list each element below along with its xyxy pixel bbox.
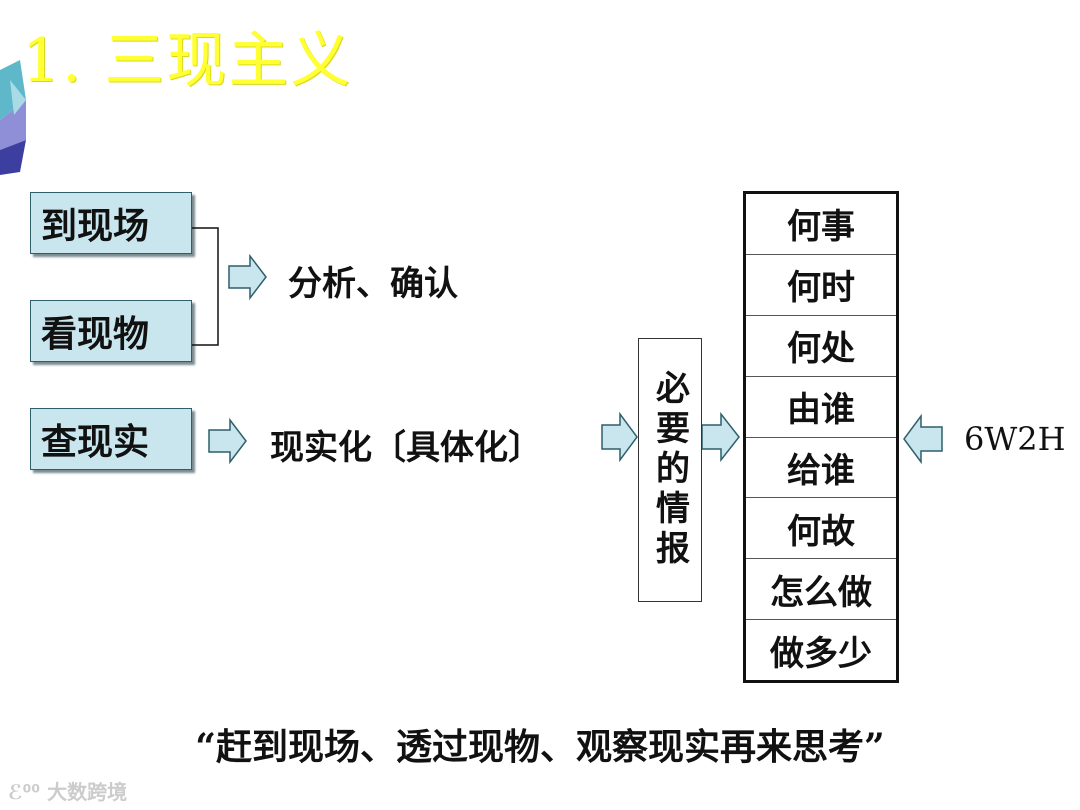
page-title: 1. 三现主义 [22, 26, 353, 96]
bracket-connector [192, 227, 219, 346]
result-analyze-confirm: 分析、确认 [288, 264, 458, 304]
box-see-object: 看现物 [30, 300, 192, 362]
watermark-logo-icon: ℰ⁰⁰ [8, 780, 48, 804]
arrow-right-icon [208, 417, 247, 465]
watermark: ℰ⁰⁰ 大数跨境 [8, 776, 127, 805]
result-concretize: 现实化〔具体化〕 [270, 428, 542, 468]
w-item: 做多少 [770, 633, 872, 674]
w-item: 何事 [746, 194, 896, 255]
box-go-to-site: 到现场 [30, 192, 192, 254]
box-check-reality: 查现实 [30, 408, 192, 470]
w-item: 何时 [746, 255, 896, 316]
method-label: 6W2H [964, 420, 1066, 458]
box-go-to-site-label: 到现场 [41, 205, 150, 247]
box-check-reality-label: 查现实 [41, 421, 150, 463]
quote: “赶到现场、透过现物、观察现实再来思考” [195, 726, 885, 768]
w-item: 何故 [746, 498, 896, 560]
w-item: 由谁 [746, 377, 896, 438]
w-item: 何处 [746, 316, 896, 377]
info-box-label: 必要的情报 [649, 370, 690, 570]
arrow-right-icon [601, 411, 638, 463]
6w2h-table: 何事 何时 何处 由谁 给谁 何故 怎么做 做多少 [743, 191, 899, 683]
box-see-object-label: 看现物 [41, 313, 150, 355]
watermark-text: 大数跨境 [47, 780, 128, 804]
w-item: 怎么做 [746, 559, 896, 621]
w-item: 给谁 [746, 438, 896, 499]
arrow-left-icon [903, 413, 943, 465]
info-box: 必要的情报 [638, 338, 702, 602]
arrow-right-icon [701, 411, 740, 463]
arrow-right-icon [228, 253, 267, 301]
corner-decoration [0, 60, 26, 175]
